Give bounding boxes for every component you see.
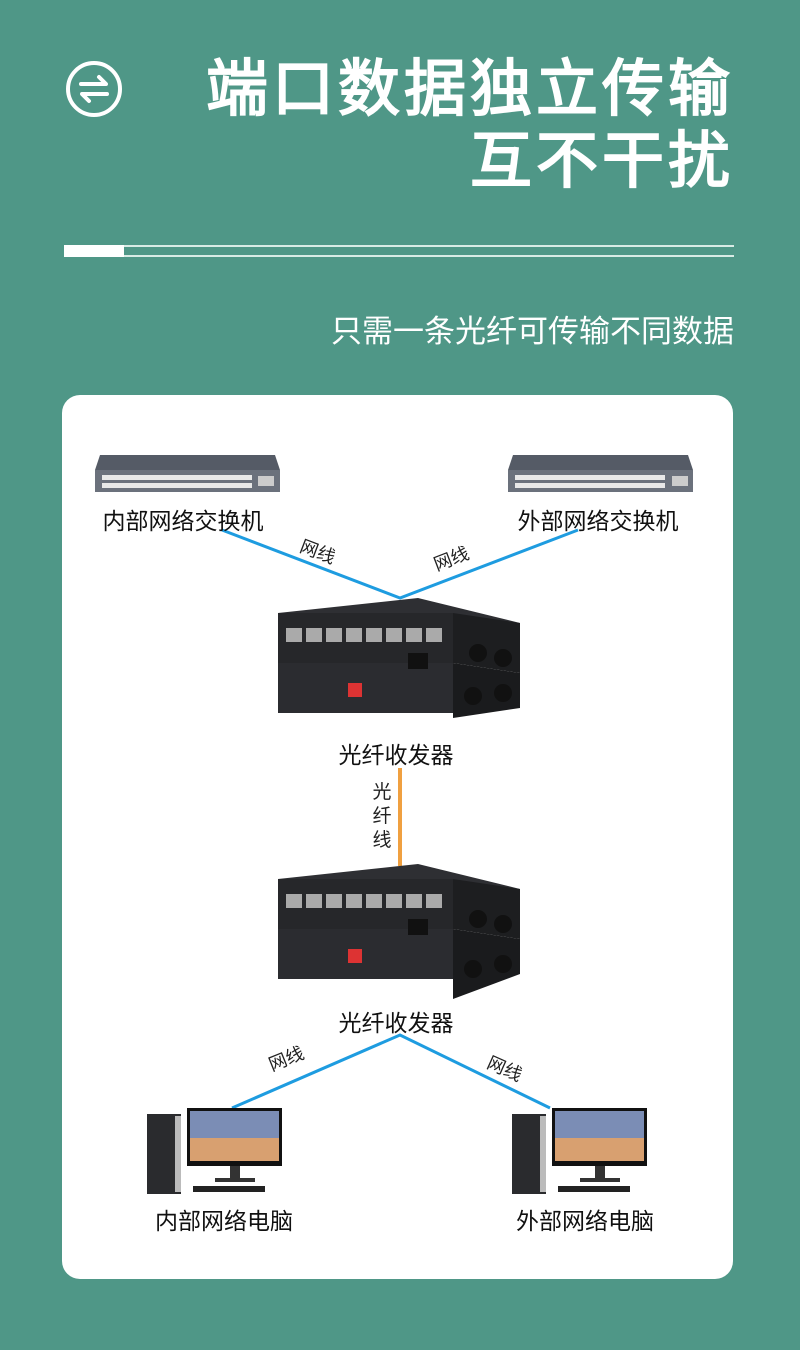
pc-left-label: 内部网络电脑 [155, 1209, 293, 1235]
switch-left-icon [95, 455, 280, 492]
converter-top-label: 光纤收发器 [338, 743, 454, 769]
switch-left-label: 内部网络交换机 [102, 509, 264, 535]
swap-arrows-icon [66, 61, 122, 117]
pc-right-icon [512, 1108, 647, 1194]
subtitle: 只需一条光纤可传输不同数据 [331, 314, 734, 350]
divider [64, 245, 734, 257]
fiber-label-char: 纤 [372, 805, 392, 827]
cable-lines [221, 528, 579, 1110]
switch-right-label: 外部网络交换机 [517, 509, 679, 535]
pc-right-label: 外部网络电脑 [516, 1209, 654, 1235]
converter-bottom-label: 光纤收发器 [338, 1011, 454, 1037]
fiber-label-char: 线 [372, 829, 392, 851]
headline-line2: 互不干扰 [469, 124, 734, 197]
headline-line1: 端口数据独立传输 [205, 52, 734, 125]
fiber-label: 光 纤 线 [372, 780, 392, 852]
fiber-converter-top-icon [278, 598, 520, 718]
fiber-label-char: 光 [372, 781, 392, 803]
fiber-converter-bottom-icon [278, 864, 520, 999]
switch-right-icon [508, 455, 693, 492]
pc-left-icon [147, 1108, 282, 1194]
